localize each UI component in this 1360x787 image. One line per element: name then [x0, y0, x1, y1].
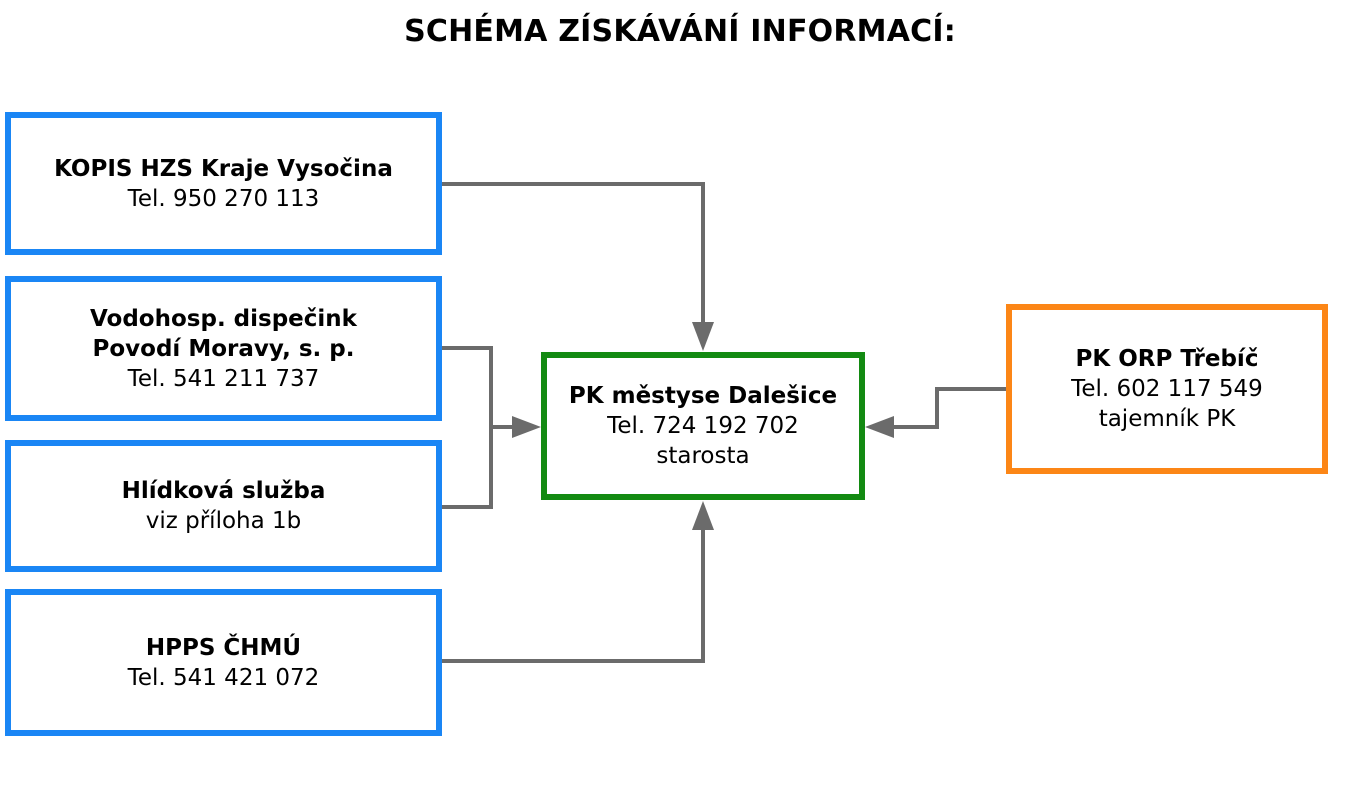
- node-hpps-name: HPPS ČHMÚ: [145, 634, 302, 661]
- diagram-title: SCHÉMA ZÍSKÁVÁNÍ INFORMACÍ:: [404, 14, 956, 49]
- node-vodohosp-phone: Tel. 541 211 737: [127, 365, 320, 392]
- node-vodohosp-name-line1: Vodohosp. dispečink: [90, 305, 357, 332]
- arrow-orp-to-pk: [890, 387, 1008, 429]
- node-hlidkova: Hlídková služba viz příloha 1b: [5, 440, 442, 572]
- arrowhead-merge: [512, 416, 541, 438]
- node-pk-orp: PK ORP Třebíč Tel. 602 117 549 tajemník …: [1006, 304, 1328, 474]
- node-vodohosp-name-line2: Povodí Moravy, s. p.: [92, 335, 355, 362]
- arrowhead-hpps: [692, 501, 714, 530]
- node-hpps: HPPS ČHMÚ Tel. 541 421 072: [5, 589, 442, 736]
- arrow-hpps-to-pk: [441, 525, 705, 663]
- arrowhead-orp: [865, 416, 894, 438]
- node-pk-orp-name: PK ORP Třebíč: [1075, 346, 1259, 372]
- arrow-kopis-to-pk: [441, 182, 705, 343]
- node-pk-dalesice-name: PK městyse Dalešice: [568, 383, 838, 409]
- arrow-vodohosp-branch: [441, 346, 493, 509]
- node-pk-dalesice-phone: Tel. 724 192 702: [607, 413, 799, 439]
- node-hlidkova-name: Hlídková služba: [121, 478, 326, 504]
- node-pk-dalesice: PK městyse Dalešice Tel. 724 192 702 sta…: [541, 352, 865, 500]
- arrowhead-kopis: [692, 322, 714, 351]
- node-vodohosp: Vodohosp. dispečink Povodí Moravy, s. p.…: [5, 276, 442, 421]
- node-pk-orp-phone: Tel. 602 117 549: [1071, 376, 1263, 402]
- node-hpps-phone: Tel. 541 421 072: [127, 664, 320, 691]
- node-kopis-phone: Tel. 950 270 113: [127, 185, 320, 212]
- node-kopis: KOPIS HZS Kraje Vysočina Tel. 950 270 11…: [5, 112, 442, 255]
- node-pk-dalesice-role: starosta: [656, 443, 750, 469]
- node-hlidkova-note: viz příloha 1b: [145, 508, 302, 534]
- node-kopis-name: KOPIS HZS Kraje Vysočina: [54, 155, 393, 182]
- node-pk-orp-role: tajemník PK: [1098, 406, 1236, 432]
